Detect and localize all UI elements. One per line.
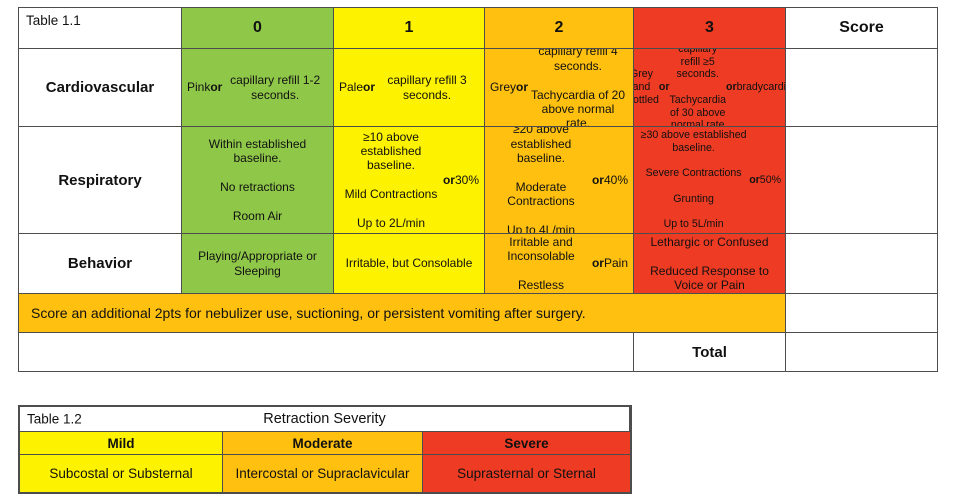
respiratory-score3-cell: ≥30 above established baseline.Severe Co…	[634, 127, 786, 234]
severity-value-severe: Suprasternal or Sternal	[423, 455, 630, 492]
row-label-respiratory: Respiratory	[19, 127, 182, 234]
cardiovascular-score1-cell: Pale or capillary refill 3 seconds.	[334, 49, 485, 127]
severity-header-moderate: Moderate	[223, 432, 423, 455]
severity-value-mild: Subcostal or Substernal	[20, 455, 223, 492]
table1-title: Table 1.1	[19, 8, 182, 49]
score-cell-respiratory	[786, 127, 938, 234]
score-table: Table 1.1 0 1 2 3 Score Cardiovascular P…	[18, 7, 938, 372]
respiratory-score0-cell: Within established baseline.No retractio…	[182, 127, 334, 234]
total-label: Total	[634, 333, 786, 372]
table2-title: Table 1.2	[27, 411, 82, 427]
severity-header-severe: Severe	[423, 432, 630, 455]
total-row-spacer	[19, 333, 634, 372]
table2-header-row: Table 1.2 Retraction Severity	[20, 407, 630, 432]
severity-header-mild: Mild	[20, 432, 223, 455]
column-header-2: 2	[485, 8, 634, 49]
total-score-cell	[786, 333, 938, 372]
table2-heading: Retraction Severity	[263, 411, 386, 427]
column-header-3: 3	[634, 8, 786, 49]
additional-points-note: Score an additional 2pts for nebulizer u…	[19, 294, 786, 333]
column-header-0: 0	[182, 8, 334, 49]
cardiovascular-score3-cell: Grey and mottled or capillary refill ≥5 …	[634, 49, 786, 127]
behavior-score1-cell: Irritable, but Consolable	[334, 234, 485, 294]
cardiovascular-score2-cell: Grey or capillary refill 4 seconds.Tachy…	[485, 49, 634, 127]
retraction-severity-table: Table 1.2 Retraction Severity Mild Moder…	[18, 405, 632, 494]
score-column-header: Score	[786, 8, 938, 49]
column-header-1: 1	[334, 8, 485, 49]
respiratory-score2-cell: ≥20 above established baseline.Moderate …	[485, 127, 634, 234]
row-label-behavior: Behavior	[19, 234, 182, 294]
score-cell-cardiovascular	[786, 49, 938, 127]
behavior-score0-cell: Playing/Appropriate or Sleeping	[182, 234, 334, 294]
respiratory-score1-cell: ≥10 above established baseline.Mild Cont…	[334, 127, 485, 234]
score-cell-behavior	[786, 234, 938, 294]
score-cell-note-row	[786, 294, 938, 333]
cardiovascular-score0-cell: Pink or capillary refill 1-2 seconds.	[182, 49, 334, 127]
row-label-cardiovascular: Cardiovascular	[19, 49, 182, 127]
severity-value-moderate: Intercostal or Supraclavicular	[223, 455, 423, 492]
